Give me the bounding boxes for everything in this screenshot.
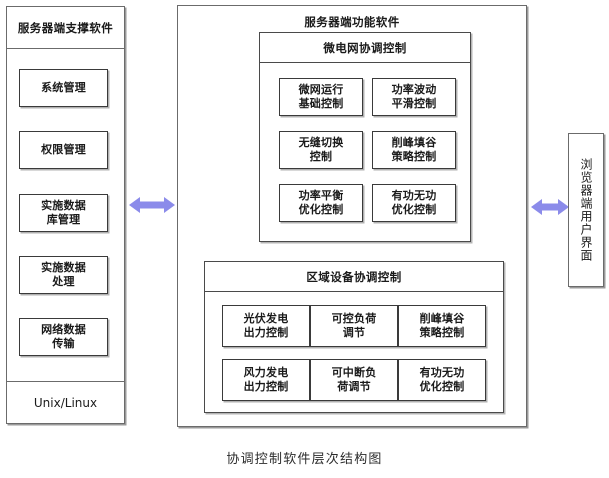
server-support-software-panel: 服务器端支撑软件 系统管理 权限管理 实施数据库管理 实施数据处理 网络数据传输… <box>6 6 125 424</box>
server-function-software-panel: 服务器端功能软件 微电网协调控制 微网运行基础控制 功率波动平滑控制 无缝切换控… <box>177 5 527 427</box>
support-item-database-management[interactable]: 实施数据库管理 <box>19 194 108 232</box>
support-item-permission-management[interactable]: 权限管理 <box>19 131 108 169</box>
microgrid-cell-peak-shaving-strategy[interactable]: 削峰填谷策略控制 <box>372 131 456 169</box>
bidirectional-arrow-function-to-browser <box>531 196 569 218</box>
microgrid-cell-active-reactive-optimization[interactable]: 有功无功优化控制 <box>372 184 456 222</box>
microgrid-coordination-control-title: 微电网协调控制 <box>260 33 470 63</box>
server-function-software-title: 服务器端功能软件 <box>304 15 400 29</box>
area-cell-peak-shaving-strategy[interactable]: 削峰填谷策略控制 <box>398 305 486 347</box>
area-device-coordination-control-title: 区域设备协调控制 <box>205 262 503 292</box>
bidirectional-arrow-support-to-function <box>129 194 175 216</box>
area-cell-wind-output-control[interactable]: 风力发电出力控制 <box>222 359 310 401</box>
server-support-software-title: 服务器端支撑软件 <box>7 7 124 49</box>
area-device-coordination-control-section: 区域设备协调控制 光伏发电出力控制 可控负荷调节 削峰填谷策略控制 风力发电出力… <box>204 261 504 413</box>
support-item-network-transmission[interactable]: 网络数据传输 <box>19 318 108 356</box>
figure-caption: 协调控制软件层次结构图 <box>226 452 383 467</box>
microgrid-cell-seamless-switch-control[interactable]: 无缝切换控制 <box>279 131 363 169</box>
area-cell-interruptible-load-regulation[interactable]: 可中断负荷调节 <box>310 359 398 401</box>
microgrid-cell-power-balance-optimization[interactable]: 功率平衡优化控制 <box>279 184 363 222</box>
area-cell-controllable-load-regulation[interactable]: 可控负荷调节 <box>310 305 398 347</box>
microgrid-coordination-control-section: 微电网协调控制 微网运行基础控制 功率波动平滑控制 无缝切换控制 削峰填谷策略控… <box>259 32 471 242</box>
area-cell-active-reactive-optimization[interactable]: 有功无功优化控制 <box>398 359 486 401</box>
microgrid-cell-basic-operation-control[interactable]: 微网运行基础控制 <box>279 78 363 116</box>
support-item-data-processing[interactable]: 实施数据处理 <box>19 256 108 294</box>
operating-system-label: Unix/Linux <box>7 381 124 423</box>
area-cell-pv-output-control[interactable]: 光伏发电出力控制 <box>222 305 310 347</box>
support-item-system-management[interactable]: 系统管理 <box>19 69 108 107</box>
browser-client-ui-panel: 浏览器端用户界面 <box>568 133 604 287</box>
browser-client-ui-label: 浏览器端用户界面 <box>579 158 593 262</box>
microgrid-cell-power-fluctuation-smoothing[interactable]: 功率波动平滑控制 <box>372 78 456 116</box>
